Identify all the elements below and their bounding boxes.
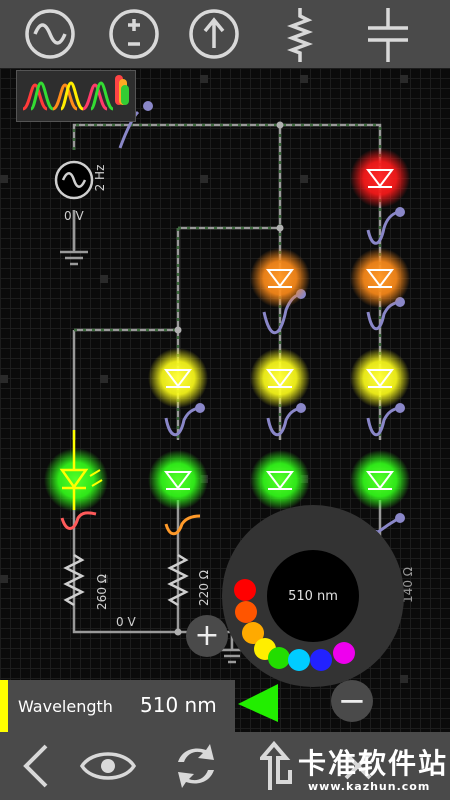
source-voltage-label: 0 V [64,209,84,223]
led-green-selected[interactable] [44,430,108,512]
ac-source[interactable] [54,160,94,266]
rotate-button[interactable] [168,738,224,794]
back-button[interactable] [8,738,64,794]
wavelength-color-indicator-icon [238,684,278,722]
delete-icon [344,752,372,780]
swatch-magenta[interactable] [333,642,355,664]
zoom-in-button[interactable]: + [186,615,228,657]
wavelength-panel[interactable]: Wavelength 510 nm [0,680,235,732]
component-toolbar [0,0,450,68]
wavelength-swatches [234,579,355,671]
led-yellow-2[interactable] [250,348,310,408]
flip-icon [260,740,292,790]
ground-voltage-label: 0 V [116,615,136,629]
bottom-toolbar [0,732,450,800]
current-source-button[interactable] [184,4,244,64]
minus-icon: − [337,681,367,721]
swatch-red[interactable] [234,579,256,601]
resistor-140-label: 140 Ω [401,567,415,603]
resistor-button[interactable] [270,4,330,64]
led-green-4[interactable] [350,450,410,510]
led-yellow-1[interactable] [148,348,208,408]
wavelength-value: 510 nm [140,693,217,717]
watermark-text: 卡准软件站 [298,747,449,780]
watermark-url: www.kazhun.com [308,780,431,793]
resistor-icon [287,8,313,62]
led-green-2[interactable] [148,450,208,510]
delete-button[interactable] [330,738,386,794]
resistor-260[interactable] [63,553,85,607]
wheel-value: 510 nm [267,550,359,642]
rotate-icon [178,744,214,788]
back-icon [23,744,48,788]
led-orange-2[interactable] [350,248,410,308]
ac-source-icon [25,9,75,59]
scope-graph[interactable] [16,70,136,122]
capacitor-icon [368,8,408,62]
swatch-blue[interactable] [310,649,332,671]
swatch-cyan[interactable] [288,649,310,671]
eye-icon [80,752,136,780]
swatch-green[interactable] [268,647,290,669]
resistor-220-label: 220 Ω [197,570,211,606]
dc-source-button[interactable] [104,4,164,64]
dc-source-icon [109,9,159,59]
led-yellow-3[interactable] [350,348,410,408]
capacitor-button[interactable] [358,4,418,64]
resistor-220[interactable] [167,553,189,607]
flip-button[interactable] [252,738,308,794]
resistor-260-label: 260 Ω [95,574,109,610]
plus-icon: + [194,618,220,653]
led-orange-1[interactable] [250,248,310,308]
zoom-out-button[interactable]: − [331,680,373,722]
current-source-icon [189,9,239,59]
wavelength-wheel[interactable]: 510 nm [222,505,404,687]
wavelength-label: Wavelength [18,697,113,716]
swatch-orange[interactable] [242,622,264,644]
led-green-3[interactable] [250,450,310,510]
view-button[interactable] [80,738,136,794]
led-red[interactable] [350,148,410,208]
ac-source-button[interactable] [20,4,80,64]
source-freq-label: 2 Hz [93,165,107,192]
scope-trace [22,75,129,111]
circuit-canvas: 2 Hz 0 V [0,75,415,683]
swatch-red-orange[interactable] [235,601,257,623]
